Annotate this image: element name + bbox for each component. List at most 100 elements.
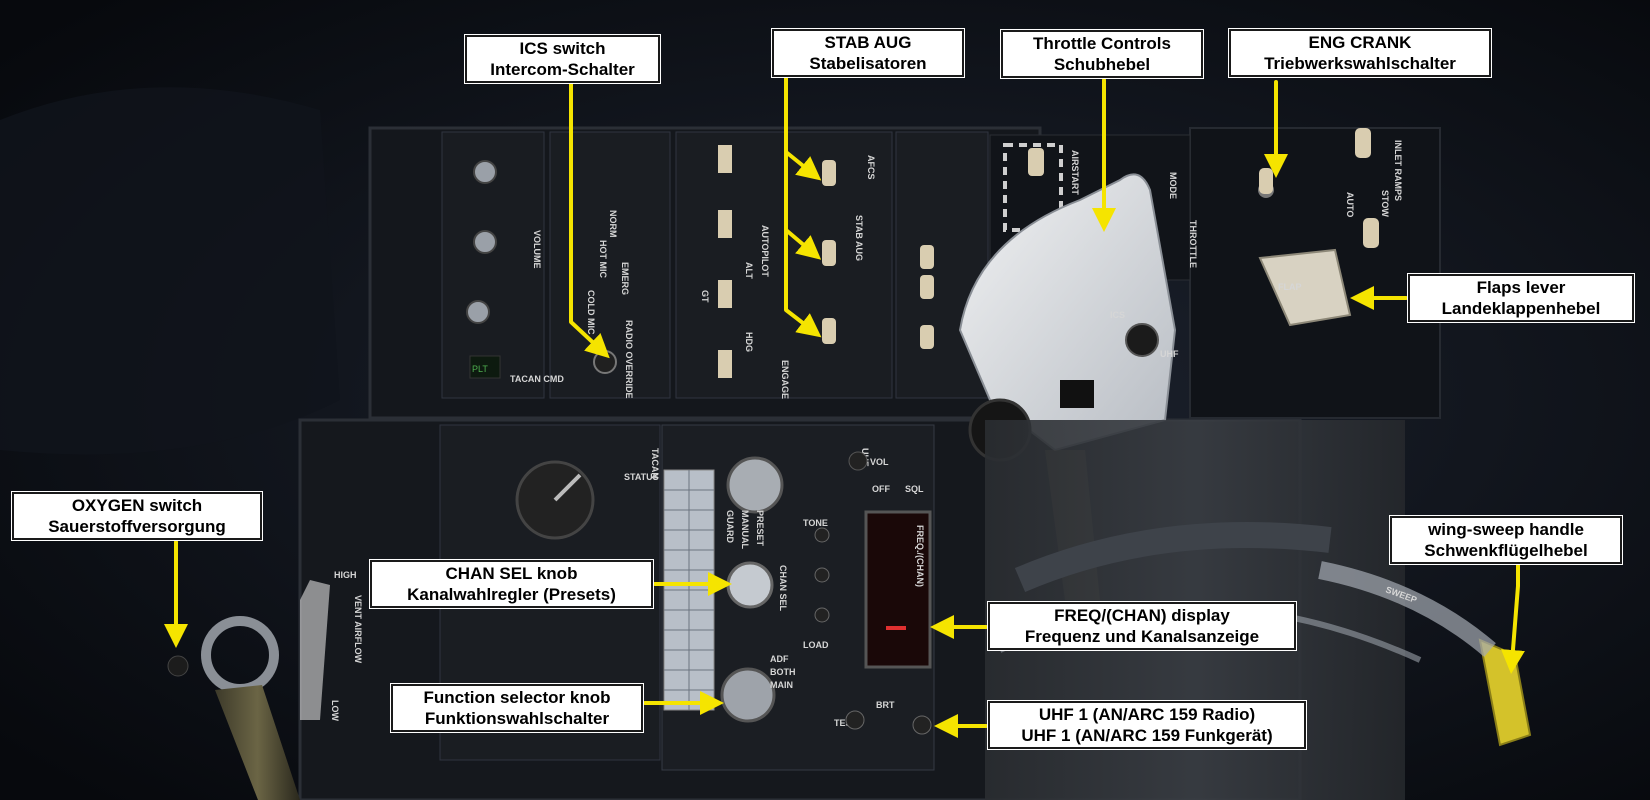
uhf-readout-segment	[886, 626, 906, 630]
inlet-ramps-label: INLET RAMPS	[1393, 140, 1403, 201]
leader-stab-aug-3	[784, 228, 822, 338]
callout-flaps-line2: Landeklappenhebel	[1441, 299, 1601, 318]
main-label: MAIN	[770, 680, 793, 690]
guard-label: GUARD	[725, 510, 735, 543]
callout-oxygen-line1: OXYGEN switch	[71, 496, 203, 515]
callout-ics-line2: Intercom-Schalter	[490, 60, 635, 79]
callout-uhf1-line1: UHF 1 (AN/ARC 159 Radio)	[1038, 705, 1256, 724]
callout-throttle-controls: Throttle Controls Schubhebel	[1001, 30, 1203, 78]
both-label: BOTH	[770, 667, 796, 677]
cold-mic-label: COLD MIC	[586, 290, 596, 335]
callout-throttle-line2: Schubhebel	[1053, 55, 1151, 74]
vent-airflow-label: VENT AIRFLOW	[353, 595, 363, 664]
freq-chan-display	[864, 510, 932, 669]
tacan-cmd-label: TACAN CMD	[510, 374, 564, 384]
stab-aug-label: STAB AUG	[854, 215, 864, 261]
throttle-grip[interactable]	[958, 173, 1177, 452]
callout-flaps-lever: Flaps lever Landeklappenhebel	[1408, 274, 1634, 322]
oxygen-switch[interactable]	[167, 655, 189, 677]
callout-chan-sel: CHAN SEL knob Kanalwahlregler (Presets)	[370, 560, 653, 608]
load-label: LOAD	[803, 640, 829, 650]
ics-switch[interactable]	[593, 350, 617, 374]
callout-ics-switch: ICS switch Intercom-Schalter	[465, 35, 660, 83]
side-console-shadow	[0, 87, 340, 455]
afcs-label: AFCS	[866, 155, 876, 180]
hdg-label: HDG	[744, 332, 754, 352]
callout-eng-crank: ENG CRANK Triebwerkswahlschalter	[1229, 29, 1491, 77]
uhf-volume-knob[interactable]	[848, 451, 868, 471]
callout-stab-aug-line2: Stabelisatoren	[809, 54, 927, 73]
callout-throttle-line1: Throttle Controls	[1033, 34, 1171, 53]
emerg-label: EMERG	[620, 262, 630, 295]
status-label: STATUS	[624, 472, 659, 482]
engine-mode-switches[interactable]	[920, 245, 934, 349]
callout-wing-sweep-line2: Schwenkflügelhebel	[1424, 541, 1588, 560]
vol-label: VOL	[870, 457, 889, 467]
freq-chan-label: FREQ./(CHAN)	[915, 525, 925, 587]
auto-label: AUTO	[1345, 192, 1355, 217]
autopilot-label: AUTOPILOT	[760, 225, 770, 277]
callout-uhf1-line2: UHF 1 (AN/ARC 159 Funkgerät)	[1021, 726, 1273, 745]
callout-oxygen-line2: Sauerstoffversorgung	[48, 517, 226, 536]
manual-label: MANUAL	[740, 510, 750, 549]
callout-stab-aug: STAB AUG Stabelisatoren	[772, 29, 964, 77]
callout-chan-sel-line1: CHAN SEL knob	[445, 564, 578, 583]
leader-lines	[164, 74, 1525, 738]
vent-airflow-scale	[300, 580, 330, 720]
chan-sel-knob[interactable]	[726, 561, 774, 609]
callout-eng-crank-line1: ENG CRANK	[1308, 33, 1412, 52]
volume-label: VOLUME	[532, 230, 542, 269]
autopilot-switches[interactable]	[718, 145, 732, 378]
airstart-switch[interactable]	[1028, 148, 1044, 176]
callout-flaps-line1: Flaps lever	[1476, 278, 1566, 297]
preset-card-grid	[664, 470, 714, 710]
flaps-lever[interactable]	[1258, 248, 1352, 327]
off-label: OFF	[872, 484, 890, 494]
uhf-grip-button[interactable]	[1125, 323, 1159, 357]
volume-knobs	[466, 160, 501, 379]
callout-wing-sweep: wing-sweep handle Schwenkflügelhebel	[1390, 516, 1622, 564]
norm-label: NORM	[608, 210, 618, 238]
leader-wing-sweep	[1500, 563, 1525, 674]
inlet-ramp-switches[interactable]	[1355, 128, 1379, 248]
stab-aug-switches[interactable]	[822, 160, 836, 344]
callout-freq-line1: FREQ/(CHAN) display	[1054, 606, 1230, 625]
callout-stab-aug-line1: STAB AUG	[824, 33, 912, 52]
test-label: TEST	[834, 718, 858, 728]
ics-grip-label: ICS	[1110, 310, 1125, 320]
flap-label: FLAP	[1278, 282, 1302, 292]
airstart-label: AIRSTART	[1070, 150, 1080, 195]
test-button[interactable]	[845, 710, 865, 730]
uhf-grip-label: UHF	[1160, 349, 1179, 359]
callout-uhf1: UHF 1 (AN/ARC 159 Radio) UHF 1 (AN/ARC 1…	[988, 701, 1306, 749]
throttle-panel-label: THROTTLE	[1188, 220, 1198, 268]
callout-eng-crank-line2: Triebwerkswahlschalter	[1264, 54, 1456, 73]
eng-crank-switch[interactable]	[1258, 168, 1274, 198]
brt-label: BRT	[876, 700, 895, 710]
function-selector-knob[interactable]	[720, 667, 776, 723]
high-label: HIGH	[334, 570, 357, 580]
mode-selector-knob[interactable]	[726, 456, 784, 514]
stow-label: STOW	[1380, 190, 1390, 217]
callout-freq-line2: Frequenz und Kanalsanzeige	[1024, 627, 1260, 646]
low-label: LOW	[330, 700, 340, 721]
wing-sweep-scale	[1318, 561, 1496, 657]
plt-label: PLT	[472, 364, 488, 374]
throttle-switch[interactable]	[1060, 380, 1094, 408]
callout-chan-sel-line2: Kanalwahlregler (Presets)	[407, 585, 616, 604]
tacan-label: TACAN	[650, 448, 660, 479]
radio-override-label: RADIO OVERRIDE	[624, 320, 634, 399]
brt-knob[interactable]	[912, 715, 932, 735]
preset-label: PRESET	[755, 510, 765, 547]
callout-function-line1: Function selector knob	[423, 688, 611, 707]
callout-function-line2: Funktionswahlschalter	[424, 709, 610, 728]
chan-sel-label: CHAN SEL	[778, 565, 788, 612]
uhf-buttons[interactable]	[814, 527, 830, 623]
mode-label: MODE	[1168, 172, 1178, 199]
hot-mic-label: HOT MIC	[598, 240, 608, 278]
tone-label: TONE	[803, 518, 828, 528]
callout-wing-sweep-line1: wing-sweep handle	[1428, 520, 1584, 539]
callout-ics-line1: ICS switch	[519, 39, 606, 58]
callout-freq-display: FREQ/(CHAN) display Frequenz und Kanalsa…	[988, 602, 1296, 650]
